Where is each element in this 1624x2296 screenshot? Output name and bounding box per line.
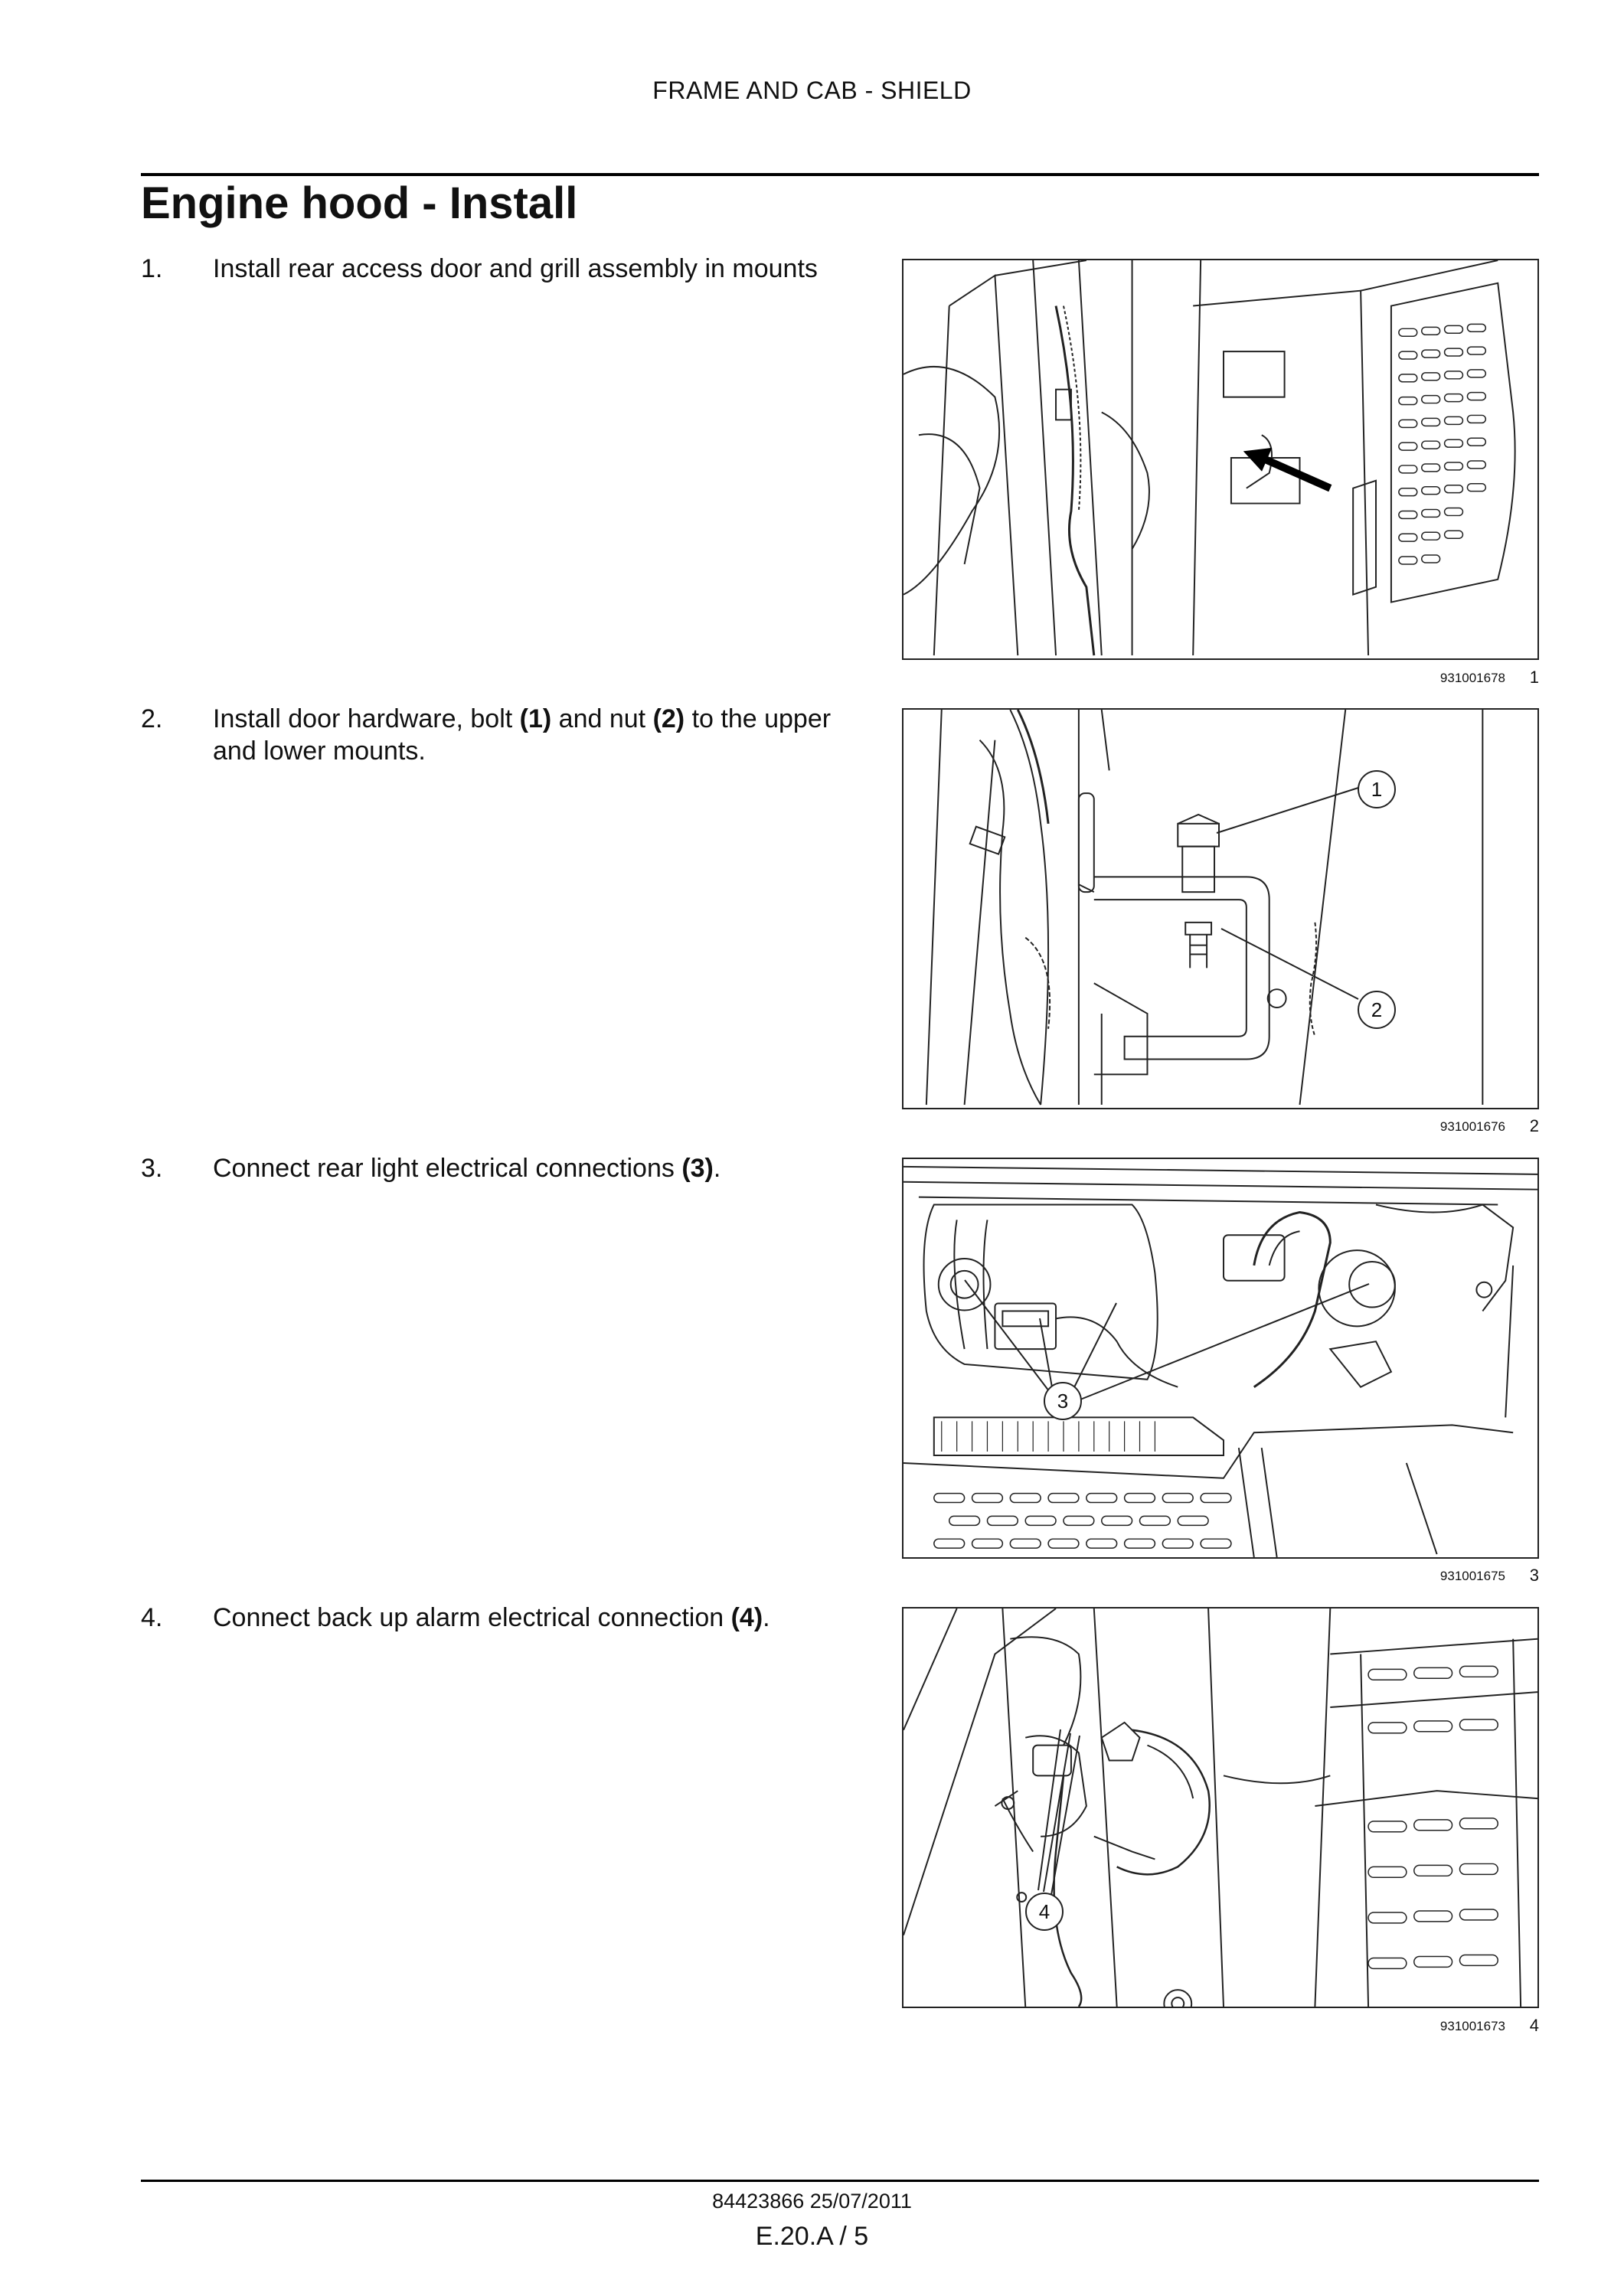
step-text: Install door hardware, bolt (1) and nut … <box>213 704 832 766</box>
figure-3-illustration <box>902 1158 1539 1559</box>
page-number: E.20.A / 5 <box>755 2222 869 2251</box>
callout-4-marker <box>1025 1893 1064 1931</box>
figure-code: 931001675 <box>1439 1569 1505 1583</box>
callout-1-label: 1 <box>1371 778 1382 801</box>
figure-2-caption: 931001676 2 <box>902 1115 1539 1138</box>
document-reference: 84423866 25/07/2011 <box>712 2190 912 2213</box>
step-number: 1. <box>141 254 163 283</box>
figure-number: 2 <box>1529 1116 1539 1135</box>
figure-code: 931001676 <box>1439 1119 1505 1134</box>
section-header: FRAME AND CAB - SHIELD <box>652 77 972 104</box>
figure-1-illustration <box>902 259 1539 660</box>
callout-2-marker <box>1358 991 1396 1029</box>
figure-number: 1 <box>1529 668 1539 687</box>
callout-1-marker <box>1358 770 1396 808</box>
figure-2-illustration <box>902 708 1539 1109</box>
figure-4-illustration <box>902 1607 1539 2008</box>
figure-4-callouts: 4 <box>1025 1729 1080 1931</box>
callout-3-marker <box>1044 1382 1082 1420</box>
header-rule <box>141 173 1539 176</box>
figure-code: 931001673 <box>1439 2019 1505 2033</box>
figure-code: 931001678 <box>1439 671 1505 685</box>
step-number: 4. <box>141 1603 163 1632</box>
step-text: Install rear access door and grill assem… <box>213 254 818 283</box>
step-number: 3. <box>141 1154 163 1183</box>
figure-number: 3 <box>1529 1566 1539 1585</box>
step-text: Connect back up alarm electrical connect… <box>213 1603 770 1632</box>
step-text: Connect rear light electrical connection… <box>213 1154 721 1183</box>
figure-3-callouts: 3 <box>964 1279 1370 1420</box>
figure-4-caption: 931001673 4 <box>902 2014 1539 2037</box>
page-title: Engine hood - Install <box>141 178 578 228</box>
figure-3-caption: 931001675 3 <box>902 1564 1539 1587</box>
figure-2-callouts: 1 2 <box>1216 770 1396 1029</box>
callout-4-label: 4 <box>1039 1900 1050 1923</box>
footer-rule <box>141 2180 1539 2182</box>
step-number: 2. <box>141 704 163 733</box>
figure-1-caption: 931001678 1 <box>902 666 1539 689</box>
figure-number: 4 <box>1529 2016 1539 2035</box>
callout-3-label: 3 <box>1057 1390 1068 1413</box>
callout-2-label: 2 <box>1371 998 1382 1021</box>
